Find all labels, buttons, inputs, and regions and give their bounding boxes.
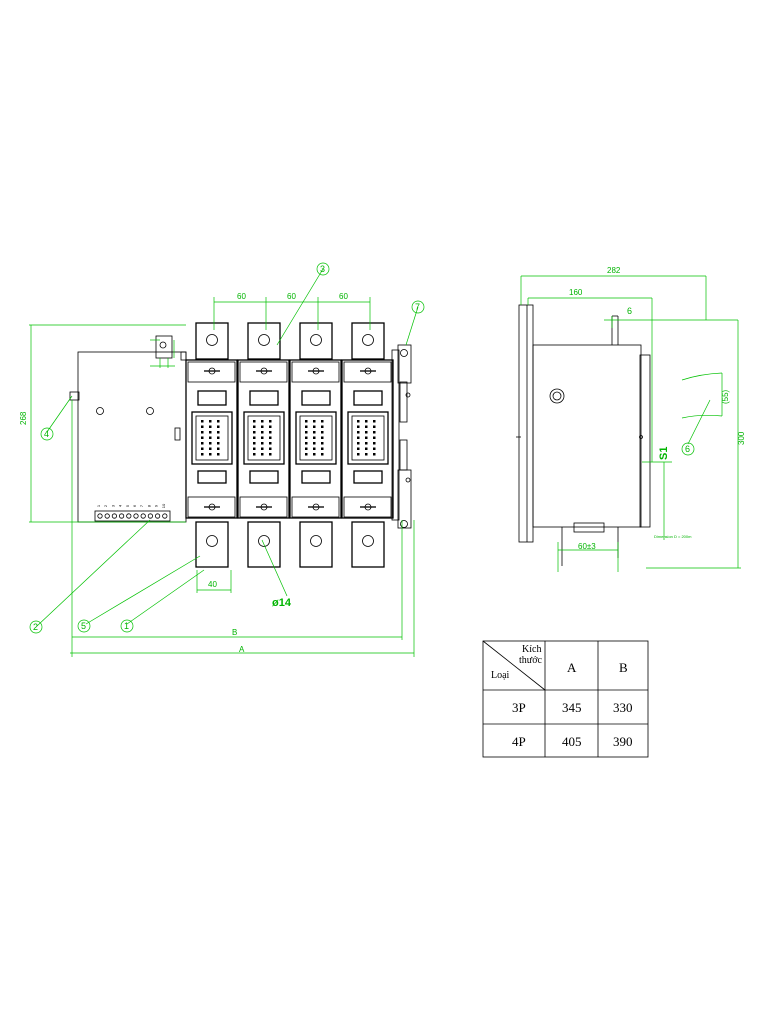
- side-inner-width: 160: [569, 288, 583, 297]
- side-height-label: 300: [737, 431, 746, 445]
- terminal-screw: [162, 513, 168, 519]
- table-header-top: Kích thước: [519, 644, 544, 666]
- terminal-screw: [147, 513, 153, 519]
- terminal-screw: [119, 513, 125, 519]
- terminal-number: 2: [103, 504, 108, 507]
- terminal-number: 8: [146, 504, 151, 507]
- hole-diameter-label: ø14: [272, 597, 292, 609]
- terminal-number: 7: [139, 504, 144, 507]
- callout-2: 2: [29, 620, 43, 634]
- svg-text:4: 4: [44, 429, 49, 439]
- terminal-screw: [104, 513, 110, 519]
- terminal-width-label: 40: [208, 580, 217, 589]
- pole: [237, 322, 290, 568]
- flange-label: 6: [627, 306, 632, 316]
- table-row-b: 330: [613, 700, 633, 715]
- table-header-bottom: Loại: [491, 670, 510, 681]
- s1-label: S1: [658, 447, 670, 460]
- terminal-number: 5: [125, 504, 130, 507]
- terminal-screw: [133, 513, 139, 519]
- side-bottom-label: 60±3: [578, 542, 596, 551]
- pole: [185, 322, 238, 568]
- table-col-b: B: [619, 660, 628, 675]
- side-note: Dimension D = 200m: [654, 534, 692, 539]
- terminal-number: 6: [132, 504, 137, 507]
- front-height-label: 268: [19, 411, 28, 425]
- terminal-screw: [140, 513, 146, 519]
- pole: [341, 322, 394, 568]
- callout-1: 1: [120, 619, 134, 633]
- callout-5: 5: [77, 619, 91, 633]
- pitch-label-1: 60: [237, 292, 246, 301]
- svg-text:7: 7: [415, 302, 420, 312]
- terminal-screw: [155, 513, 161, 519]
- terminal-number: 10: [161, 503, 166, 508]
- terminal-number: 4: [118, 504, 123, 507]
- callout-4: 4: [40, 427, 54, 441]
- svg-text:2: 2: [33, 622, 38, 632]
- front-dimensions: [29, 268, 419, 657]
- table-row-b: 390: [613, 734, 633, 749]
- table-row-a: 345: [562, 700, 582, 715]
- callout-6: 6: [681, 442, 695, 456]
- table-col-a: A: [567, 660, 577, 675]
- side-overall-width: 282: [607, 266, 621, 275]
- svg-text:5: 5: [81, 621, 86, 631]
- operating-mechanism: [391, 344, 412, 529]
- handle-label: (55): [721, 389, 730, 404]
- terminal-screw: [111, 513, 118, 519]
- dimension-table: Kích thước Loại A B 3P 345 330 4P 405 39…: [482, 640, 649, 758]
- svg-text:3: 3: [320, 264, 325, 274]
- pole: [289, 322, 342, 568]
- callout-3: 3: [316, 262, 330, 276]
- table-row-a: 405: [562, 734, 582, 749]
- svg-text:1: 1: [124, 621, 129, 631]
- table-row-type: 4P: [512, 734, 526, 749]
- pole-group: [174, 322, 394, 568]
- terminal-screw: [126, 513, 132, 519]
- side-view: 282 160 6 300 60±3 (55) S1 Dimension D =…: [516, 266, 746, 572]
- terminal-number: 9: [154, 504, 159, 507]
- terminal-screw: [97, 513, 103, 519]
- terminal-number: 3: [110, 504, 115, 507]
- pitch-label-3: 60: [339, 292, 348, 301]
- pitch-label-2: 60: [287, 292, 296, 301]
- side-dimensions: [520, 275, 741, 572]
- table-row-type: 3P: [512, 700, 526, 715]
- dimension-a-label: A: [239, 645, 245, 654]
- svg-text:6: 6: [685, 444, 690, 454]
- callout-7: 7: [411, 300, 425, 314]
- dimension-b-label: B: [232, 628, 237, 637]
- terminal-number: 1: [96, 504, 101, 507]
